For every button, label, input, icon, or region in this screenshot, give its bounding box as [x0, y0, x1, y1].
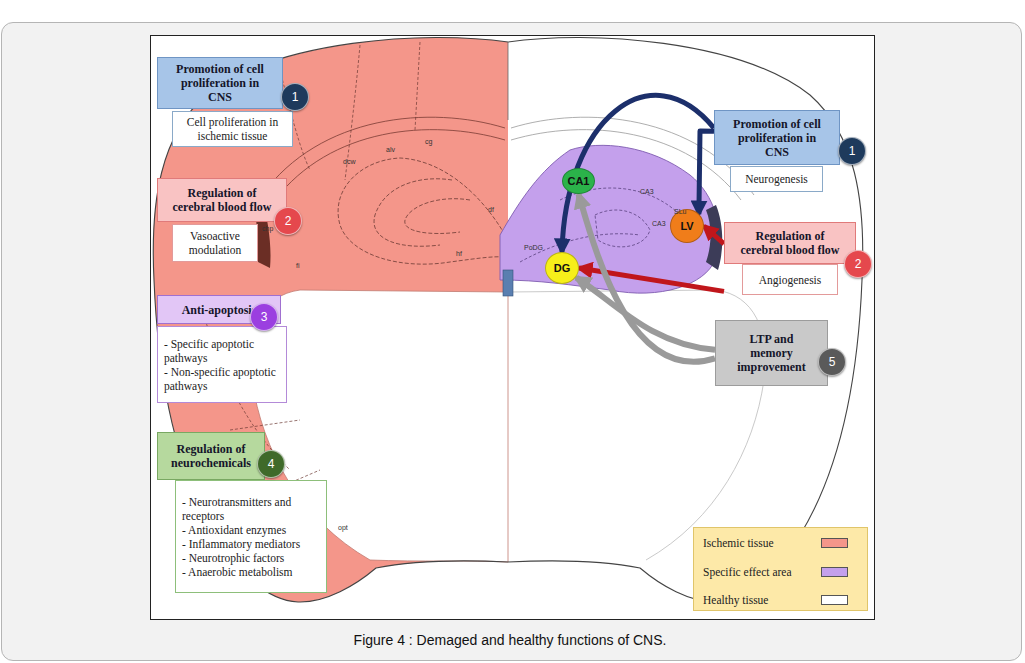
atlas-label: CA3 [640, 188, 654, 195]
heading-box: Promotion of cell proliferation in CNS [714, 110, 840, 165]
body-text: - Neurotrophic factors [182, 551, 320, 565]
legend-box: Ischemic tissueSpecific effect areaHealt… [693, 527, 868, 611]
legend-label: Ischemic tissue [703, 536, 774, 550]
heading-box: Regulation of cerebral blood flow [157, 178, 287, 222]
callout-number: 5 [818, 348, 846, 376]
callosum-line [275, 130, 505, 200]
brain-outline [153, 37, 863, 602]
function-box: Promotion of cell proliferation in CNS Ne… [714, 110, 840, 192]
heading-box: Regulation of cerebral blood flow [724, 222, 856, 264]
atlas-label: chp [262, 225, 273, 232]
function-box: Regulation of cerebral blood flowAngioge… [724, 222, 856, 295]
region-marker: DG [545, 252, 579, 284]
callout-number: 1 [838, 137, 866, 165]
hippocampus-contour [338, 158, 508, 264]
atlas-label: SLu [674, 208, 686, 215]
atlas-label: df [488, 206, 494, 213]
atlas-label: alv [386, 146, 395, 153]
callout-number: 1 [281, 83, 309, 111]
heading-text: LTP and memory improvement [728, 332, 815, 374]
ischemic-hemisphere [153, 37, 508, 602]
heading-text: Regulation of cerebral blood flow [170, 186, 274, 214]
function-box: Regulation of cerebral blood flowVasoact… [157, 178, 287, 262]
heading-text: Regulation of cerebral blood flow [737, 229, 843, 257]
body-text: - Neurotransmitters and receptors [182, 495, 320, 523]
body-text: - Antioxidant enzymes [182, 523, 320, 537]
body-text: Neurogenesis [737, 172, 816, 186]
region-label: DG [554, 262, 571, 274]
cortex-line [230, 420, 300, 430]
heading-box: Regulation of neurochemicals [157, 432, 265, 480]
atlas-label: cg [425, 138, 432, 145]
atlas-label: PoDG [524, 244, 543, 251]
atlas-label: fi [296, 262, 300, 269]
body-box: Angiogenesis [742, 264, 838, 295]
callout-number: 2 [274, 207, 302, 235]
heading-box: Promotion of cell proliferation in CNS [157, 57, 283, 109]
heading-text: Promotion of cell proliferation in CNS [727, 117, 827, 159]
atlas-label: dcw [343, 158, 355, 165]
connector-arrow [699, 131, 714, 214]
figure-caption: Figure 4 : Demaged and healthy functions… [0, 632, 1020, 648]
connector-arrow [562, 95, 714, 252]
legend-swatch [821, 567, 848, 577]
function-box: Regulation of neurochemicals - Neurotrans… [157, 432, 327, 593]
legend-swatch [821, 595, 848, 605]
callout-number: 2 [844, 250, 872, 278]
cortex-line [415, 42, 420, 130]
body-box: - Specific apoptotic pathways- Non-speci… [157, 326, 287, 403]
function-box: LTP and memory improvement [715, 320, 828, 386]
legend-swatch [821, 538, 848, 548]
heading-text: Regulation of neurochemicals [170, 442, 252, 470]
body-box: Neurogenesis [730, 166, 823, 192]
atlas-label: opt [338, 524, 348, 531]
callosum-line [262, 117, 505, 195]
body-text: Vasoactive modulation [179, 229, 251, 257]
hippocampus-contour [374, 179, 452, 246]
callout-number: 4 [257, 450, 285, 478]
ventricle-shape [706, 205, 722, 270]
region-label: CA1 [567, 175, 589, 187]
hippocampus-contour [520, 234, 640, 262]
callout-number: 3 [250, 303, 278, 331]
legend-label: Specific effect area [703, 565, 792, 579]
heading-text: Promotion of cell proliferation in CNS [170, 62, 270, 104]
midline [508, 42, 509, 120]
body-text: - Non-specific apoptotic pathways [164, 365, 280, 393]
hippocampus-contour [405, 199, 470, 234]
third-ventricle [503, 270, 513, 296]
atlas-label: hf [456, 250, 462, 257]
atlas-label: CA3 [652, 220, 666, 227]
connector-arrow [579, 268, 724, 291]
body-box: - Neurotransmitters and receptors- Antio… [175, 480, 327, 593]
body-box: Vasoactive modulation [172, 224, 258, 262]
callosum-line [511, 130, 741, 200]
heading-box: LTP and memory improvement [715, 320, 828, 386]
body-box: Cell proliferation in ischemic tissue [172, 111, 293, 147]
body-text: Angiogenesis [749, 273, 831, 287]
body-text: - Inflammatory mediators [182, 537, 320, 551]
region-marker: CA1 [562, 168, 595, 194]
body-text: - Specific apoptotic pathways [164, 337, 280, 365]
connector-arrow [579, 194, 716, 362]
connector-arrow [576, 278, 715, 350]
connector-arrow [704, 226, 724, 244]
function-box: Promotion of cell proliferation in CNS Ce… [157, 57, 293, 147]
body-text: Cell proliferation in ischemic tissue [179, 115, 286, 143]
legend-label: Healthy tissue [703, 593, 768, 607]
region-label: LV [680, 220, 693, 232]
hippocampus-area [500, 145, 719, 293]
hippocampus-contour [595, 210, 650, 247]
body-text: - Anaerobic metabolism [182, 565, 320, 579]
